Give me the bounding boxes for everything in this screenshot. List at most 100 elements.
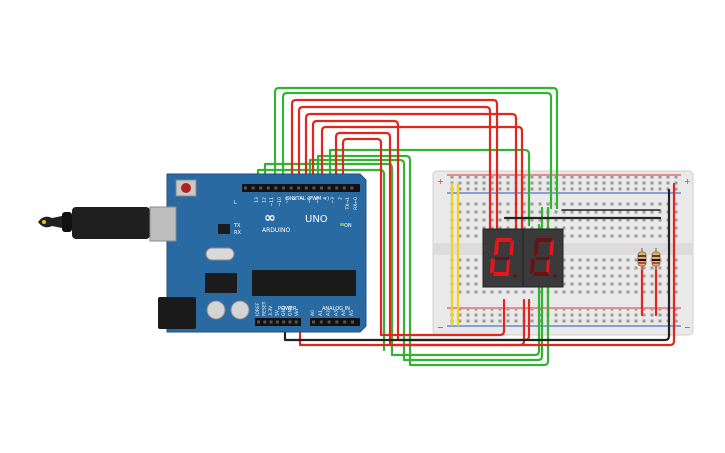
segment-g	[534, 257, 551, 260]
pin-label: RESET	[262, 301, 268, 316]
wire-red-3[interactable]	[304, 112, 518, 232]
segment-c	[546, 258, 550, 274]
arduino-uno[interactable]: ∞ UNO ARDUINO DIGITAL (PWM ~) ON TX RX L…	[149, 173, 367, 333]
pin-label: ~3	[330, 197, 336, 204]
pin-label: ~10	[277, 197, 283, 207]
header-pin[interactable]	[351, 320, 354, 324]
wire-red-2[interactable]	[297, 105, 492, 232]
resistor-1[interactable]	[637, 248, 647, 270]
pin-label: A1	[318, 310, 324, 316]
header-pin[interactable]	[289, 186, 293, 190]
reset-button-cap[interactable]	[181, 183, 191, 193]
header-pin[interactable]	[259, 186, 263, 190]
power-jack[interactable]	[158, 297, 196, 329]
pin-label: 8	[292, 197, 298, 200]
digit-left-value: 0	[0, 0, 1, 1]
rail-minus-label: −	[437, 323, 444, 332]
arduino-model-label: UNO	[305, 214, 328, 225]
segment-dp	[513, 274, 517, 278]
header-pin[interactable]	[350, 186, 354, 190]
seven-segment-display-right[interactable]: 1	[0, 0, 564, 288]
digital-header[interactable]	[242, 184, 360, 192]
wire-green-3[interactable]	[308, 158, 544, 362]
pin-label: 12	[262, 197, 268, 203]
header-pin[interactable]	[269, 320, 273, 324]
usb-chip	[218, 224, 230, 234]
header-pin[interactable]	[297, 186, 301, 190]
header-pin[interactable]	[251, 186, 255, 190]
pin-label: ~9	[284, 197, 290, 204]
header-pin[interactable]	[335, 320, 339, 324]
header-pin[interactable]	[263, 320, 267, 324]
header-pin[interactable]	[335, 186, 339, 190]
digit-right-segments	[530, 238, 557, 278]
header-pin[interactable]	[343, 320, 347, 324]
pin-label: ~6	[307, 197, 313, 204]
wire-red-1[interactable]	[290, 98, 499, 232]
wire-black-gnd[interactable]	[283, 188, 671, 342]
wire-green-1[interactable]	[273, 86, 559, 210]
header-pin[interactable]	[327, 186, 331, 190]
rail-plus-label: +	[437, 177, 444, 186]
resistor-2[interactable]	[651, 248, 661, 270]
usb-strain-relief	[62, 212, 72, 232]
l-label: L	[234, 200, 237, 206]
top-power-rail[interactable]	[447, 176, 681, 192]
wire-red-power[interactable]	[298, 182, 676, 347]
pin-label: ~5	[315, 197, 321, 204]
header-pin[interactable]	[327, 320, 331, 324]
segment-d	[533, 272, 549, 276]
pin-label: 3.3V	[268, 305, 274, 316]
pin-label: 4	[322, 197, 328, 200]
segment-e	[530, 258, 535, 274]
wire-green-4[interactable]	[316, 154, 550, 367]
crystal-oscillator	[205, 247, 235, 261]
voltage-regulator	[205, 273, 237, 293]
pin-label: GND	[288, 305, 294, 316]
analog-label: ANALOG IN	[322, 306, 350, 312]
segment-a	[536, 238, 552, 242]
segment-dp	[553, 274, 557, 278]
wire-red-7[interactable]	[341, 137, 506, 337]
bottom-power-rail[interactable]	[447, 309, 681, 325]
tx-label: TX	[233, 223, 241, 229]
header-pin[interactable]	[320, 186, 323, 190]
pin-label: IOREF	[255, 302, 261, 316]
pin-label: 13	[254, 197, 260, 203]
header-pin[interactable]	[342, 186, 346, 190]
pin-label: A2	[326, 310, 332, 316]
pin-label: GND	[281, 305, 287, 316]
wire-green-5[interactable]	[328, 148, 531, 227]
header-pin[interactable]	[257, 320, 260, 324]
power-label: POWER	[278, 306, 297, 312]
header-pin[interactable]	[282, 320, 286, 324]
pin-label: 7	[300, 197, 306, 200]
header-pin[interactable]	[312, 186, 316, 190]
wire-green-2[interactable]	[281, 91, 553, 210]
header-pin[interactable]	[319, 320, 323, 324]
usb-cable-end-icon	[42, 220, 46, 224]
arduino-brand-label: ARDUINO	[262, 227, 291, 234]
segment-f	[494, 240, 499, 256]
seven-segment-display-left[interactable]: 0	[0, 0, 524, 288]
header-pin[interactable]	[274, 186, 278, 190]
header-pin[interactable]	[294, 320, 298, 324]
pin-label: A0	[310, 310, 316, 316]
pin-label: Vin	[294, 309, 300, 316]
rail-plus-label-right: +	[684, 177, 691, 186]
pin-label: TX→1	[345, 197, 351, 211]
wire-red-5[interactable]	[320, 125, 524, 232]
header-pin[interactable]	[275, 320, 279, 324]
header-pin[interactable]	[304, 186, 308, 190]
header-pin[interactable]	[282, 186, 285, 190]
header-pin[interactable]	[288, 320, 292, 324]
header-pin[interactable]	[244, 186, 247, 190]
analog-header[interactable]	[310, 318, 360, 326]
capacitor-2	[230, 300, 250, 320]
header-pin[interactable]	[266, 186, 270, 190]
on-label: ON	[344, 223, 352, 229]
header-pin[interactable]	[312, 320, 315, 324]
segment-c	[506, 258, 510, 274]
